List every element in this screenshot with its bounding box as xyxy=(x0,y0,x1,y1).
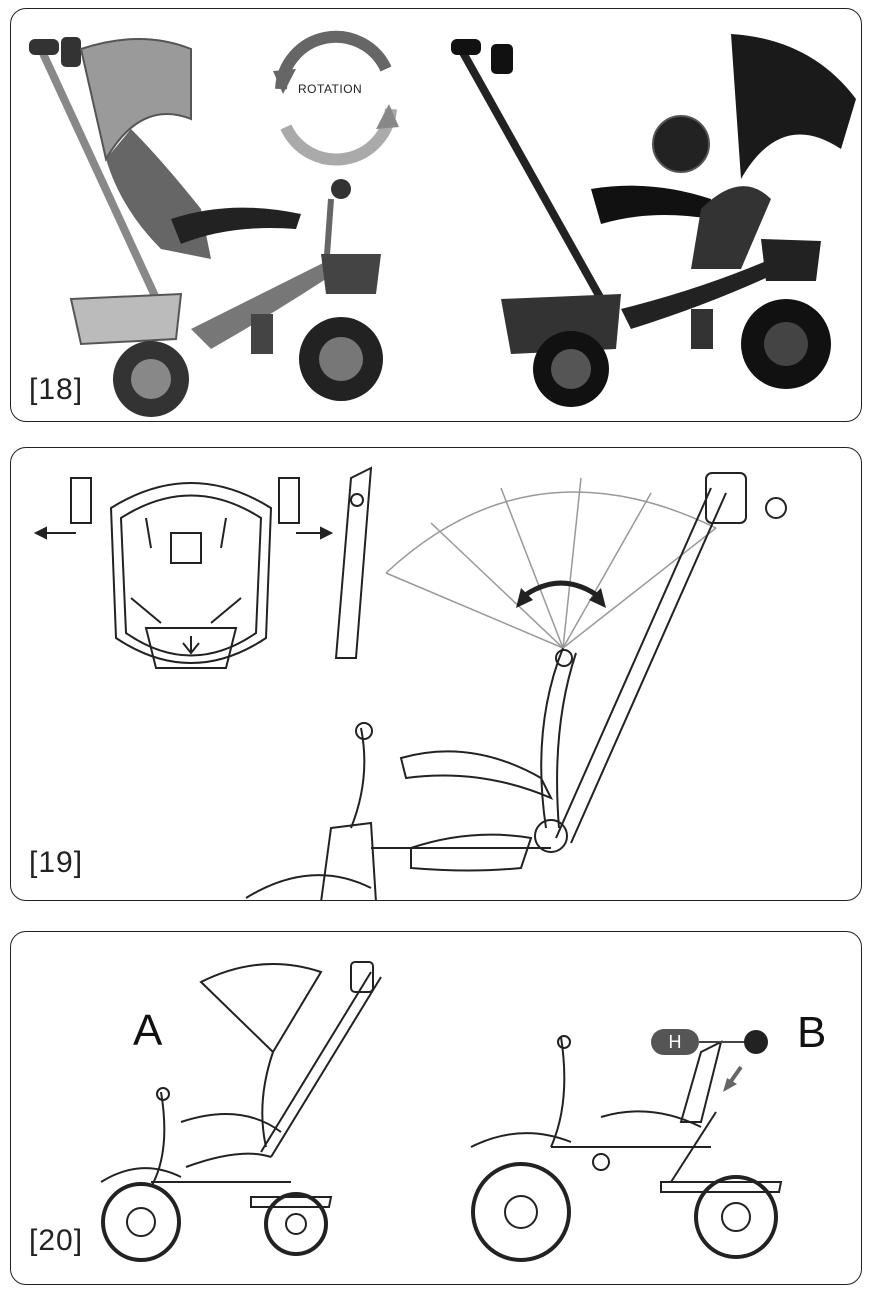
tricycle-grey-photo xyxy=(29,37,383,417)
canopy-fan-positions xyxy=(385,477,717,649)
canopy-hinge-side xyxy=(334,466,373,659)
rotation-arrows-icon xyxy=(273,30,399,166)
step-number-18: [18] xyxy=(29,373,84,406)
tricycle-b-drawing xyxy=(470,1035,783,1262)
tricycle-photos-illustration xyxy=(29,30,856,417)
canopy-removal-diagram xyxy=(100,961,783,1262)
label-a: A xyxy=(133,1006,163,1055)
canopy-adjustment-diagram xyxy=(33,466,787,900)
canopy-back-view xyxy=(109,482,273,669)
label-b: B xyxy=(797,1008,827,1057)
cap-part-h-icon xyxy=(699,1030,768,1092)
adjust-curved-arrow-icon xyxy=(516,580,606,608)
step-number-19: [19] xyxy=(29,846,84,879)
panel-19: [19] xyxy=(10,447,862,901)
step-number-20: [20] xyxy=(29,1224,84,1257)
panel-20: A B H [20] xyxy=(10,931,862,1285)
tricycle-dark-photo xyxy=(451,34,856,407)
canopy-release-arrows xyxy=(33,477,334,540)
tricycle-line-drawing xyxy=(245,472,787,900)
rotation-label: ROTATION xyxy=(298,82,363,96)
part-h-badge: H xyxy=(651,1029,699,1055)
tricycle-a-drawing xyxy=(100,961,382,1262)
panel-18: ROTATION [18] xyxy=(10,8,862,422)
